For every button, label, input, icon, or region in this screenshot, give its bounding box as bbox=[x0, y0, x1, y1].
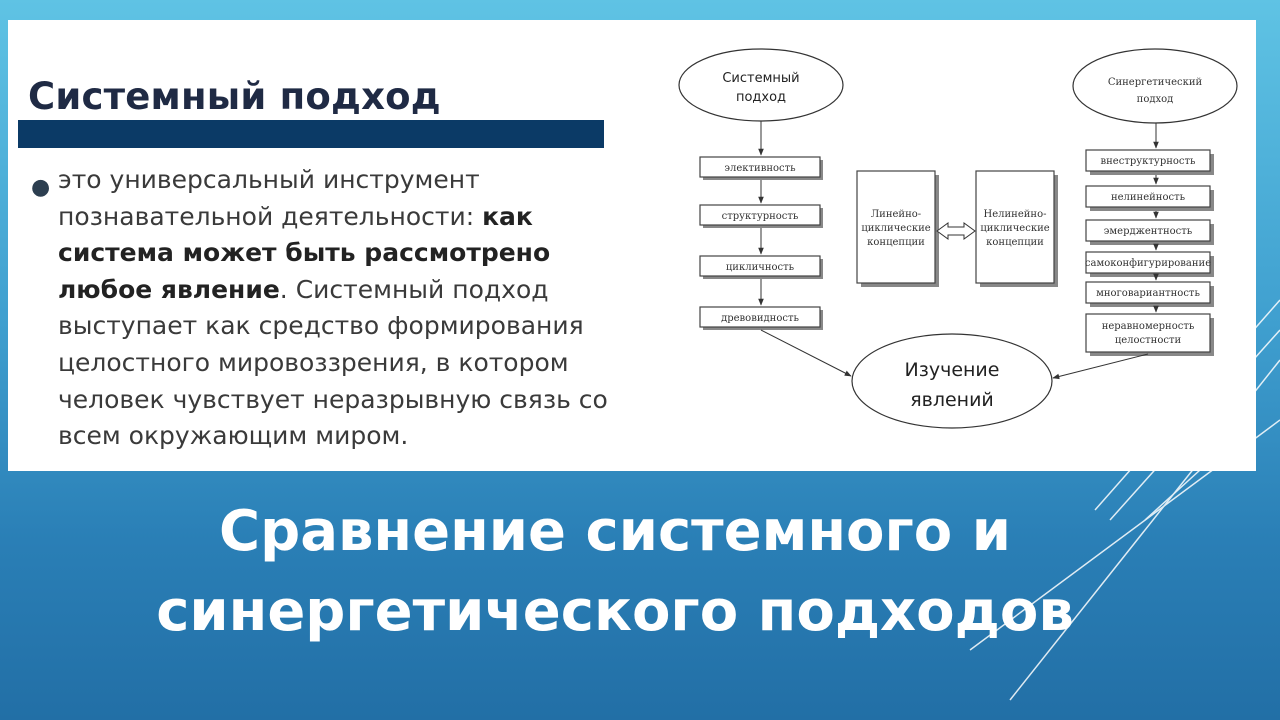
left-box-cyclicity bbox=[699, 255, 821, 277]
bullet-text-part1: это универсальный инструмент познаватель… bbox=[58, 165, 483, 231]
approach-comparison-diagram: Системный подход элективность структурно… bbox=[678, 48, 1238, 429]
systemic-approach-label-1: Системный bbox=[722, 71, 799, 86]
bullet-text: это универсальный инструмент познаватель… bbox=[28, 162, 650, 455]
linear-cyclic-label-1: Линейно- bbox=[871, 209, 921, 220]
right-box-multivariance bbox=[1085, 281, 1211, 304]
left-box-treelikeness bbox=[699, 306, 821, 328]
left-box-cyclicity-label: цикличность bbox=[726, 262, 795, 273]
study-of-phenomena-label-1: Изучение bbox=[905, 359, 1000, 381]
synergetic-approach-ellipse bbox=[1072, 48, 1238, 124]
left-box-structurality-label: структурность bbox=[722, 211, 799, 222]
linear-cyclic-concepts-box bbox=[856, 170, 936, 284]
bullet-dot-icon: ● bbox=[31, 175, 51, 200]
bullet-text-bold: как система может быть рассмотрено любое… bbox=[58, 201, 551, 304]
right-box-nonlinearity bbox=[1085, 185, 1211, 208]
slide-main-title-line-2: синергетического подходов bbox=[156, 579, 1074, 644]
bullet-paragraph: ● это универсальный инструмент познавате… bbox=[28, 162, 650, 455]
slide-main-title-line-1: Сравнение системного и bbox=[219, 499, 1011, 564]
diagram-panel: Системный подход элективность структурно… bbox=[666, 20, 1256, 471]
right-box-nonlinearity-label: нелинейность bbox=[1111, 192, 1186, 203]
right-box-unevenness-label-1: неравномерность bbox=[1102, 321, 1195, 332]
nonlinear-cyclic-label-3: концепции bbox=[986, 237, 1044, 248]
linear-cyclic-label-2: циклические bbox=[861, 223, 930, 234]
right-box-emergence-label: эмерджентность bbox=[1104, 226, 1193, 237]
right-box-emergence bbox=[1085, 219, 1211, 242]
right-box-selfconfiguration-label: самоконфигурирование bbox=[1085, 258, 1211, 269]
linear-cyclic-label-3: концепции bbox=[867, 237, 925, 248]
bullet-text-part2: . Системный подход выступает как средств… bbox=[58, 274, 608, 451]
left-box-electivity bbox=[699, 156, 821, 178]
synergetic-approach-label-1: Синергетический bbox=[1108, 77, 1203, 88]
left-box-structurality bbox=[699, 204, 821, 226]
left-box-treelikeness-label: древовидность bbox=[721, 313, 799, 324]
left-text-panel: Системный подход ● это универсальный инс… bbox=[8, 20, 666, 471]
right-box-extrastructurality-label: внеструктурность bbox=[1101, 156, 1197, 167]
nonlinear-cyclic-label-2: циклические bbox=[980, 223, 1049, 234]
left-box-electivity-label: элективность bbox=[724, 163, 796, 174]
right-box-selfconfiguration bbox=[1085, 251, 1211, 274]
right-box-unevenness-label-2: целостности bbox=[1115, 335, 1182, 346]
synergetic-approach-label-2: подход bbox=[1137, 94, 1174, 105]
study-of-phenomena-ellipse bbox=[851, 333, 1053, 429]
left-panel-title: Системный подход bbox=[28, 75, 441, 118]
right-box-multivariance-label: многовариантность bbox=[1096, 288, 1200, 299]
right-box-unevenness bbox=[1085, 313, 1211, 353]
right-box-extrastructurality bbox=[1085, 149, 1211, 172]
nonlinear-cyclic-label-1: Нелинейно- bbox=[984, 209, 1047, 220]
systemic-approach-label-2: подход bbox=[736, 90, 786, 105]
title-underline-bar bbox=[18, 120, 604, 148]
double-arrow-icon bbox=[936, 222, 976, 240]
slide-main-title: Сравнение системного и синергетического … bbox=[0, 492, 1230, 652]
study-of-phenomena-label-2: явлений bbox=[910, 389, 994, 411]
nonlinear-cyclic-concepts-box bbox=[975, 170, 1055, 284]
